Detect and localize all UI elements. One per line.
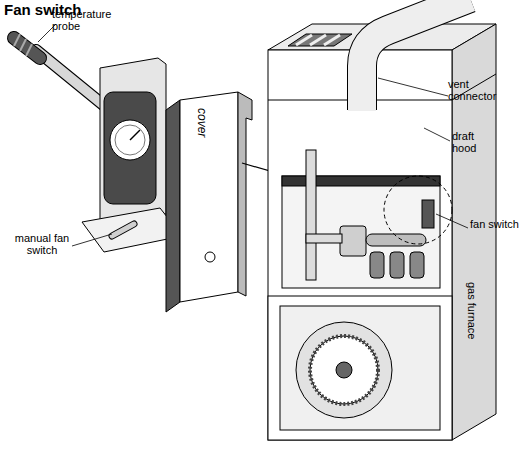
probe-stripe — [20, 39, 26, 51]
gas-pipe — [306, 150, 316, 280]
gas-valve — [340, 226, 366, 256]
blower-compartment — [268, 296, 452, 440]
top-opening — [288, 34, 352, 46]
opening-bar — [324, 35, 340, 45]
dial-pointer — [130, 130, 140, 140]
leader-line — [436, 214, 468, 228]
burner — [390, 252, 404, 278]
highlight-circle — [384, 176, 452, 244]
part-label: cover — [196, 108, 208, 137]
blower-wheel — [310, 336, 378, 404]
fan-switch-detail — [14, 34, 182, 252]
part-label: gas furnace — [466, 282, 478, 339]
probe-tip — [14, 38, 40, 58]
probe-stripe — [14, 34, 20, 46]
blower-housing — [296, 322, 392, 418]
dial-ring — [115, 125, 145, 155]
probe-tip-outline — [14, 38, 40, 58]
cover-flange — [238, 92, 252, 296]
leader-line — [72, 234, 112, 246]
leader-line — [378, 78, 448, 96]
pin-outline — [112, 224, 134, 236]
bracket-plate — [100, 58, 166, 226]
part-label: vent connector — [448, 78, 508, 102]
probe-stripe — [26, 44, 32, 56]
fan-switch-unit — [422, 200, 434, 228]
cover-part — [166, 92, 252, 312]
blower-panel — [280, 306, 440, 430]
part-label: draft hood — [452, 130, 498, 154]
cover-hole — [205, 252, 215, 262]
burner — [370, 252, 384, 278]
switch-dial — [110, 120, 150, 160]
blower-fins — [310, 336, 378, 404]
part-label: fan switch — [470, 218, 520, 230]
cover-lip — [166, 100, 180, 312]
burner — [410, 252, 424, 278]
leader-lines — [38, 24, 468, 246]
manual-switch-pin — [112, 224, 134, 236]
part-label: manual fan switch — [10, 232, 74, 256]
gas-pipe-tee — [306, 234, 342, 243]
blower-hub — [336, 362, 352, 378]
leader-line — [424, 128, 450, 141]
cover-face — [180, 92, 238, 302]
part-label: temperature probe — [52, 8, 124, 32]
switch-body — [104, 92, 156, 204]
